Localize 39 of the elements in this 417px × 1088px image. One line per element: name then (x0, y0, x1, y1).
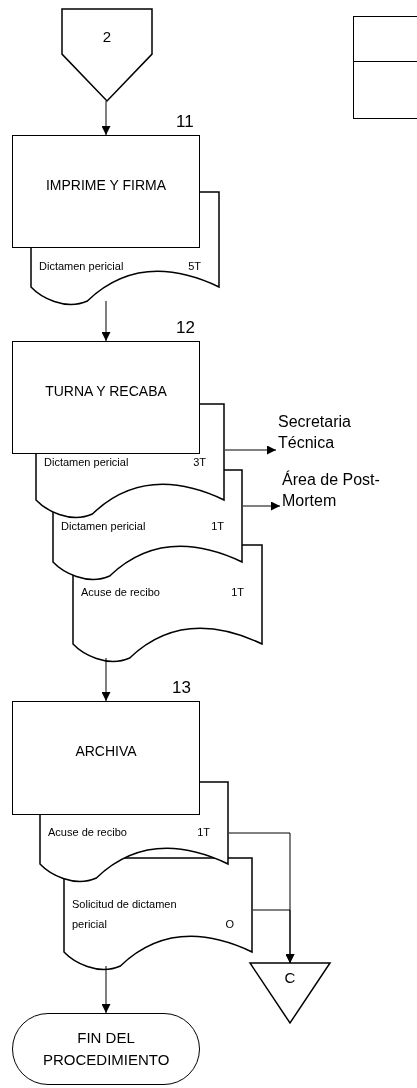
document-shape (64, 858, 252, 970)
destination-text: Secretaria Técnica (278, 412, 352, 453)
destination-text: Área de Post-Mortem (282, 469, 381, 511)
connector-number: 2 (101, 28, 113, 45)
copy-count: 1T (231, 585, 244, 600)
step-number: 11 (176, 113, 194, 131)
terminal-text: FIN DEL PROCEDIMIENTO (43, 1028, 169, 1070)
process-box (12, 341, 200, 454)
arrow (242, 501, 281, 511)
document-name: Dictamen pericial (61, 519, 147, 534)
step-number: 12 (176, 319, 195, 337)
archive-letter: C (283, 969, 297, 986)
process-box (12, 701, 200, 815)
step-title: TURNA Y RECABA (44, 382, 168, 399)
document-name: Solicitud de dictamen pericial (72, 897, 178, 932)
arrow (101, 965, 111, 1014)
arrow (101, 300, 111, 342)
document-name: Acuse de recibo (81, 585, 161, 600)
arrow (101, 657, 111, 702)
document-shape (31, 192, 219, 305)
document-name: Dictamen pericial (39, 259, 125, 274)
copy-count: 3T (193, 455, 206, 470)
copy-count: 5T (188, 259, 201, 274)
step-title: ARCHIVA (74, 743, 138, 759)
step-number: 13 (172, 679, 191, 697)
off-page-connector (62, 9, 152, 101)
process-box (12, 135, 200, 248)
document-name: Acuse de recibo (48, 825, 128, 840)
copy-count: 1T (211, 519, 224, 534)
archive-triangle (250, 963, 330, 1023)
document-shape (73, 545, 262, 662)
arrow (101, 100, 111, 136)
table-box (353, 16, 417, 119)
step-title: IMPRIME Y FIRMA (44, 176, 168, 193)
arrow (224, 445, 277, 455)
copy-count: 1T (197, 825, 210, 840)
document-name: Dictamen pericial (44, 455, 130, 470)
arrow (252, 909, 295, 964)
copy-count: O (225, 917, 234, 932)
